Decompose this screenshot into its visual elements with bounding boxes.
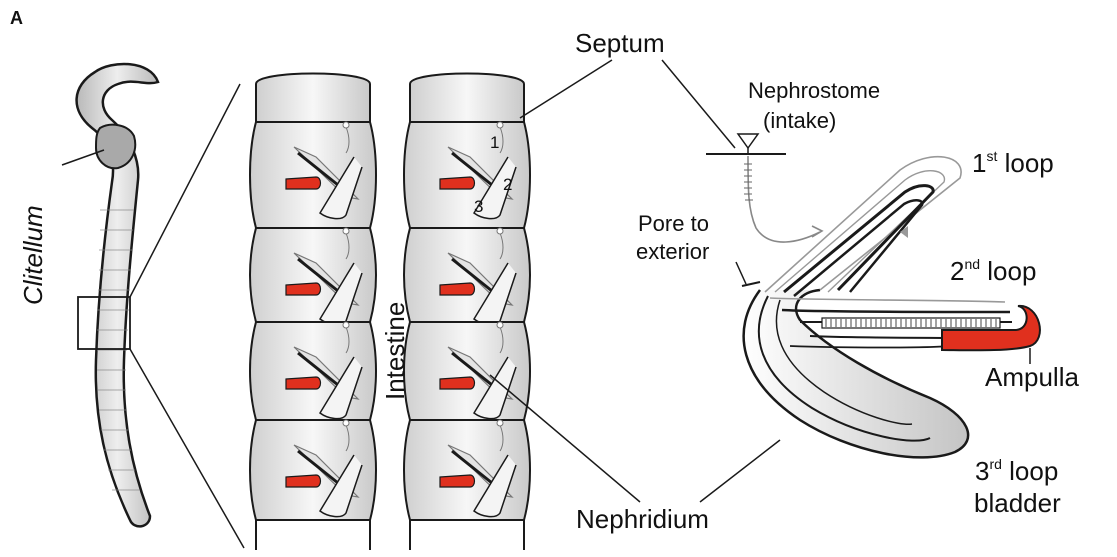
nephridium-leader-right	[700, 440, 780, 502]
segment-column-left	[250, 74, 376, 551]
lower-arm-line-2	[782, 310, 1010, 312]
pore-leader	[736, 262, 746, 284]
mini-ampulla	[286, 283, 321, 295]
third-loop-word: loop	[1002, 456, 1058, 486]
second-loop-word: loop	[980, 256, 1036, 286]
nephridium-detail	[706, 134, 1040, 457]
clitellum-band	[96, 125, 135, 169]
first-loop-outer	[765, 157, 961, 292]
mini-ampulla	[286, 475, 321, 487]
mini-ampulla	[286, 377, 321, 389]
clitellum-label: Clitellum	[18, 205, 48, 305]
septum-label: Septum	[575, 28, 665, 58]
mini-ampulla	[286, 177, 321, 189]
nephrostome-sub-label: (intake)	[763, 108, 836, 133]
first-loop-sup: st	[986, 148, 997, 164]
mini-funnel	[497, 322, 503, 328]
septum-leader-right	[662, 60, 735, 148]
second-loop-num: 2	[950, 256, 964, 286]
segment-top-stub	[256, 74, 370, 123]
mini-funnel	[343, 228, 349, 234]
segment-bottom-stub	[410, 520, 524, 550]
first-loop-num: 1	[972, 148, 986, 178]
segment-top-stub	[410, 74, 524, 123]
nephrostome-tube	[748, 156, 820, 242]
first-loop-word: loop	[997, 148, 1053, 178]
lower-arm-line-5	[790, 346, 948, 348]
loop-number-2: 2	[503, 175, 512, 194]
mini-funnel	[343, 420, 349, 426]
earthworm	[77, 64, 158, 526]
first-loop-label: 1st loop	[972, 148, 1054, 178]
bladder-label: bladder	[974, 488, 1061, 518]
mini-ampulla	[440, 377, 475, 389]
second-loop-sup: nd	[964, 256, 980, 272]
septum-leader-left	[520, 60, 612, 118]
pore-label-line1: Pore to	[638, 211, 709, 236]
loop-number-3: 3	[474, 197, 483, 216]
pore-label-line2: exterior	[636, 239, 709, 264]
intestine-label: Intestine	[380, 302, 410, 400]
third-loop-sup: rd	[989, 456, 1001, 472]
mini-ampulla	[440, 283, 475, 295]
third-loop-label: 3rd loop	[975, 456, 1058, 486]
third-loop-num: 3	[975, 456, 989, 486]
flow-arrow	[812, 226, 822, 237]
mini-funnel	[497, 420, 503, 426]
mini-funnel	[497, 122, 503, 128]
mini-funnel	[343, 122, 349, 128]
nephrostome-funnel	[738, 134, 758, 148]
loop-number-1: 1	[490, 133, 499, 152]
mini-funnel	[497, 228, 503, 234]
ampulla-label: Ampulla	[985, 362, 1079, 392]
nephridium-label: Nephridium	[576, 504, 709, 534]
second-loop-label: 2nd loop	[950, 256, 1036, 286]
segment-column-right	[404, 74, 530, 551]
mini-ampulla	[440, 475, 475, 487]
mini-funnel	[343, 322, 349, 328]
mini-ampulla	[440, 177, 475, 189]
panel-label: A	[10, 8, 23, 28]
lower-arm-line-1	[770, 298, 1005, 302]
nephrostome-label: Nephrostome	[748, 78, 880, 103]
zoom-line-top	[130, 84, 240, 297]
segment-bottom-stub	[256, 520, 370, 550]
